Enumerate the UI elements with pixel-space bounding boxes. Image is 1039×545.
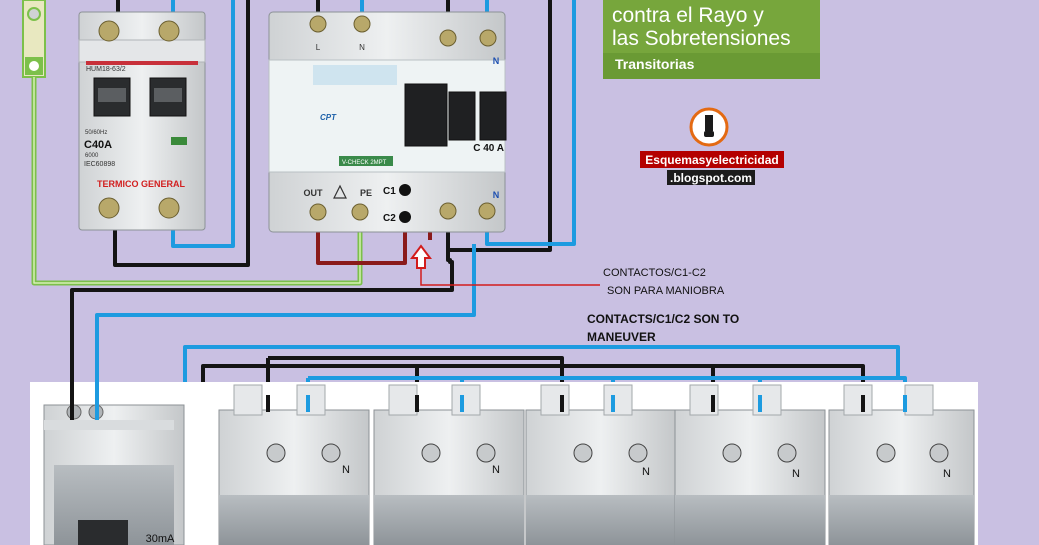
branch-breaker-3-toggle[interactable] — [526, 495, 676, 545]
branch-breakers: N N N N — [218, 384, 975, 545]
branch-breaker-3: N — [525, 384, 677, 545]
contact-c1-terminal — [399, 184, 411, 196]
branch-breaker-1-toggle[interactable] — [219, 495, 369, 545]
contact-c1-label: C1 — [383, 186, 396, 197]
branch-breaker-2-toggle[interactable] — [374, 495, 524, 545]
thermal-rating: C40A — [84, 139, 112, 151]
live-loop-wire — [446, 0, 552, 252]
pe-label: PE — [360, 188, 372, 198]
protector-toggle-1[interactable] — [404, 83, 448, 147]
branch-n-label: N — [792, 468, 800, 480]
protector-model: V-CHECK 2MPT — [342, 160, 387, 166]
warning-icon — [333, 184, 347, 199]
thermal-lever-left[interactable] — [98, 88, 126, 102]
thermal-lever-right[interactable] — [154, 88, 182, 102]
live-wire-to-rcd — [70, 250, 454, 420]
terminal-n-label: N — [359, 43, 365, 52]
branch-breaker-5-toggle[interactable] — [829, 495, 974, 545]
annotation-es-line2: SON PARA MANIOBRA — [607, 285, 725, 297]
banner-line1: contra el Rayo y — [612, 4, 764, 27]
breaker-toggle-2[interactable] — [479, 91, 507, 141]
branch-n-label: N — [943, 468, 951, 480]
thermal-standard: IEC60898 — [84, 161, 115, 168]
earth-terminal-bar — [22, 0, 46, 78]
thermal-main-breaker: HUM18-63/2 50/60Hz C40A 6000 IEC60898 TE… — [78, 11, 206, 231]
rcd-device: 30mA — [43, 404, 185, 545]
out-label: OUT — [304, 188, 324, 198]
rcd-rating: 30mA — [146, 533, 175, 545]
live-wire-to-protector — [113, 0, 250, 267]
banner-subtitle: Transitorias — [615, 56, 695, 72]
protector-brand: CPT — [320, 113, 337, 122]
thermal-spec2: 6000 — [85, 153, 99, 159]
surge-protector-unit: CPT V-CHECK 2MPT C 40 A L N N OUT PE N C… — [268, 11, 507, 233]
annotation-es-line1: CONTACTOS/C1-C2 — [603, 267, 706, 279]
thermal-model: HUM18-63/2 — [86, 66, 126, 73]
neutral-wire-to-protector — [171, 0, 235, 248]
annotation-en-line1: CONTACTS/C1/C2 SON TO — [587, 312, 739, 326]
thermal-label: TERMICO GENERAL — [97, 179, 186, 189]
branch-breaker-1: N — [218, 384, 370, 545]
terminal-l-label: L — [316, 43, 321, 52]
terminal-n-bottom: N — [493, 190, 500, 200]
control-wire-c2 — [316, 220, 407, 265]
terminal-n-top: N — [493, 56, 500, 66]
blog-logo: Esquemasyelectricidad .blogspot.com — [640, 107, 784, 185]
logo-line2: .blogspot.com — [670, 171, 752, 185]
contacts-annotation: CONTACTOS/C1-C2 SON PARA MANIOBRA CONTAC… — [410, 244, 739, 344]
logo-line1: Esquemasyelectricidad — [645, 153, 778, 167]
branch-breaker-4-toggle[interactable] — [675, 495, 825, 545]
protector-breaker-rating: C 40 A — [473, 143, 504, 154]
neutral-loop-wire — [485, 0, 576, 246]
up-arrow-icon — [410, 244, 432, 269]
neutral-wire-to-rcd — [95, 244, 476, 420]
annotation-line — [420, 264, 600, 286]
contact-c2-terminal — [399, 211, 411, 223]
title-banner: contra el Rayo y las Sobretensiones Tran… — [603, 0, 820, 79]
annotation-en-line2: MANEUVER — [587, 330, 656, 344]
banner-line2: las Sobretensiones — [612, 27, 791, 50]
earth-wire-highlight — [33, 77, 361, 284]
branch-n-label: N — [642, 466, 650, 478]
contact-c2-label: C2 — [383, 213, 396, 224]
breaker-toggle-1[interactable] — [448, 91, 476, 141]
thermal-spec: 50/60Hz — [85, 130, 107, 136]
branch-n-label: N — [342, 464, 350, 476]
branch-breaker-2: N — [373, 384, 525, 545]
branch-n-label: N — [492, 464, 500, 476]
branch-breaker-5: N — [828, 384, 975, 545]
rcd-toggle[interactable] — [78, 520, 128, 545]
branch-breaker-4: N — [674, 384, 826, 545]
branch-wire-tips — [70, 382, 907, 420]
